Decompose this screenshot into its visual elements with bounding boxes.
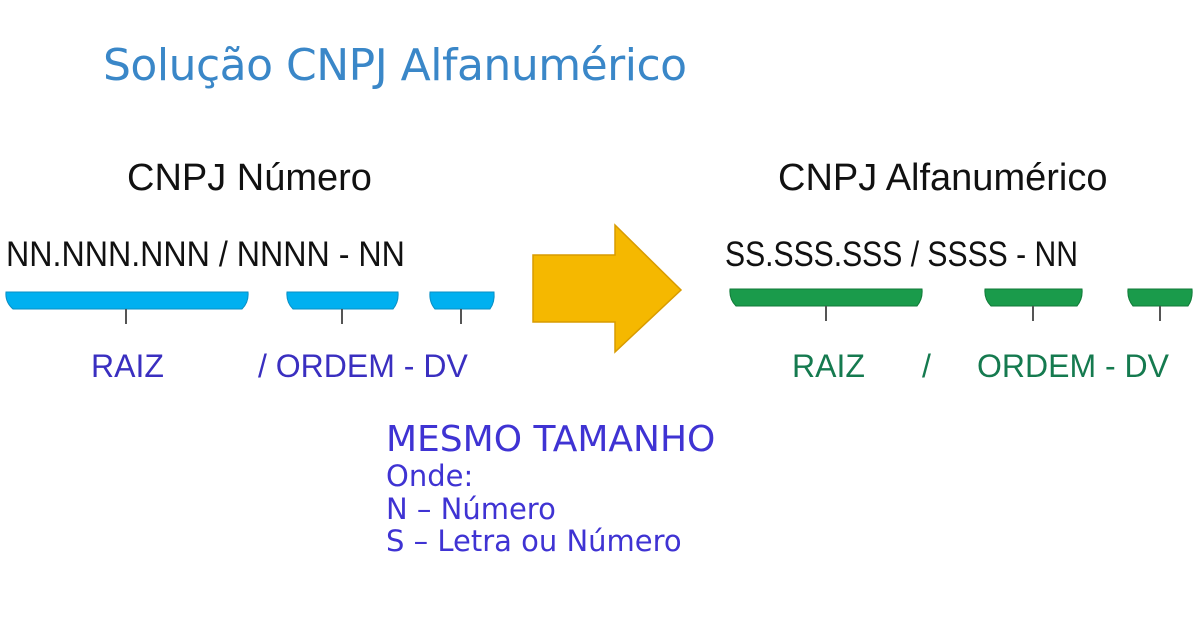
legend-line-s: S – Letra ou Número bbox=[386, 524, 682, 559]
legend-title: MESMO TAMANHO bbox=[386, 419, 716, 460]
left-label-ordem-dv: / ORDEM - DV bbox=[258, 348, 468, 384]
right-label-slash: / bbox=[922, 348, 931, 384]
left-heading: CNPJ Número bbox=[127, 157, 372, 199]
right-label-raiz: RAIZ bbox=[792, 348, 865, 384]
left-bracket-dv bbox=[429, 291, 495, 310]
legend: MESMO TAMANHO Onde: N – Número S – Letra… bbox=[386, 419, 716, 559]
right-bracket-ordem bbox=[984, 288, 1083, 307]
right-heading: CNPJ Alfanumérico bbox=[778, 157, 1108, 199]
slide-title: Solução CNPJ Alfanumérico bbox=[103, 40, 687, 91]
left-bracket-raiz bbox=[5, 291, 249, 310]
right-bracket-raiz bbox=[729, 288, 923, 307]
left-bracket-ordem bbox=[286, 291, 399, 310]
legend-line-onde: Onde: bbox=[386, 459, 474, 494]
right-label-ordem-dv: ORDEM - DV bbox=[977, 348, 1169, 384]
left-code: NN.NNN.NNN / NNNN - NN bbox=[6, 235, 405, 274]
right-bracket-dv bbox=[1127, 288, 1193, 307]
arrow-right bbox=[532, 223, 683, 354]
right-code: SS.SSS.SSS / SSSS - NN bbox=[725, 235, 1078, 274]
left-label-raiz: RAIZ bbox=[91, 348, 164, 384]
legend-line-n: N – Número bbox=[386, 491, 556, 526]
